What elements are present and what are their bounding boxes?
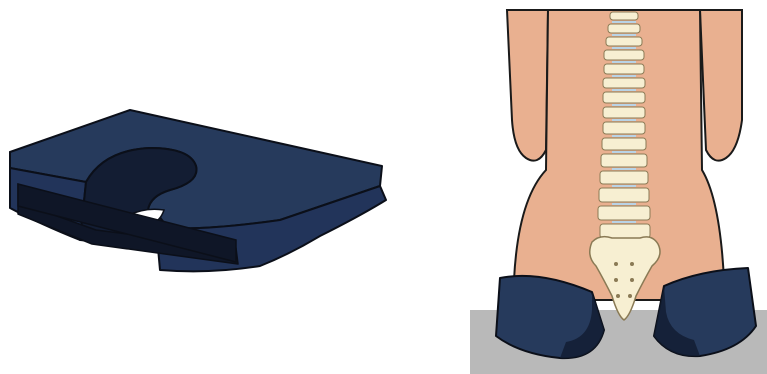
- cushion-standalone: [10, 110, 386, 271]
- left-arm: [507, 10, 548, 161]
- right-arm: [700, 10, 742, 161]
- seated-back-view: [470, 10, 767, 374]
